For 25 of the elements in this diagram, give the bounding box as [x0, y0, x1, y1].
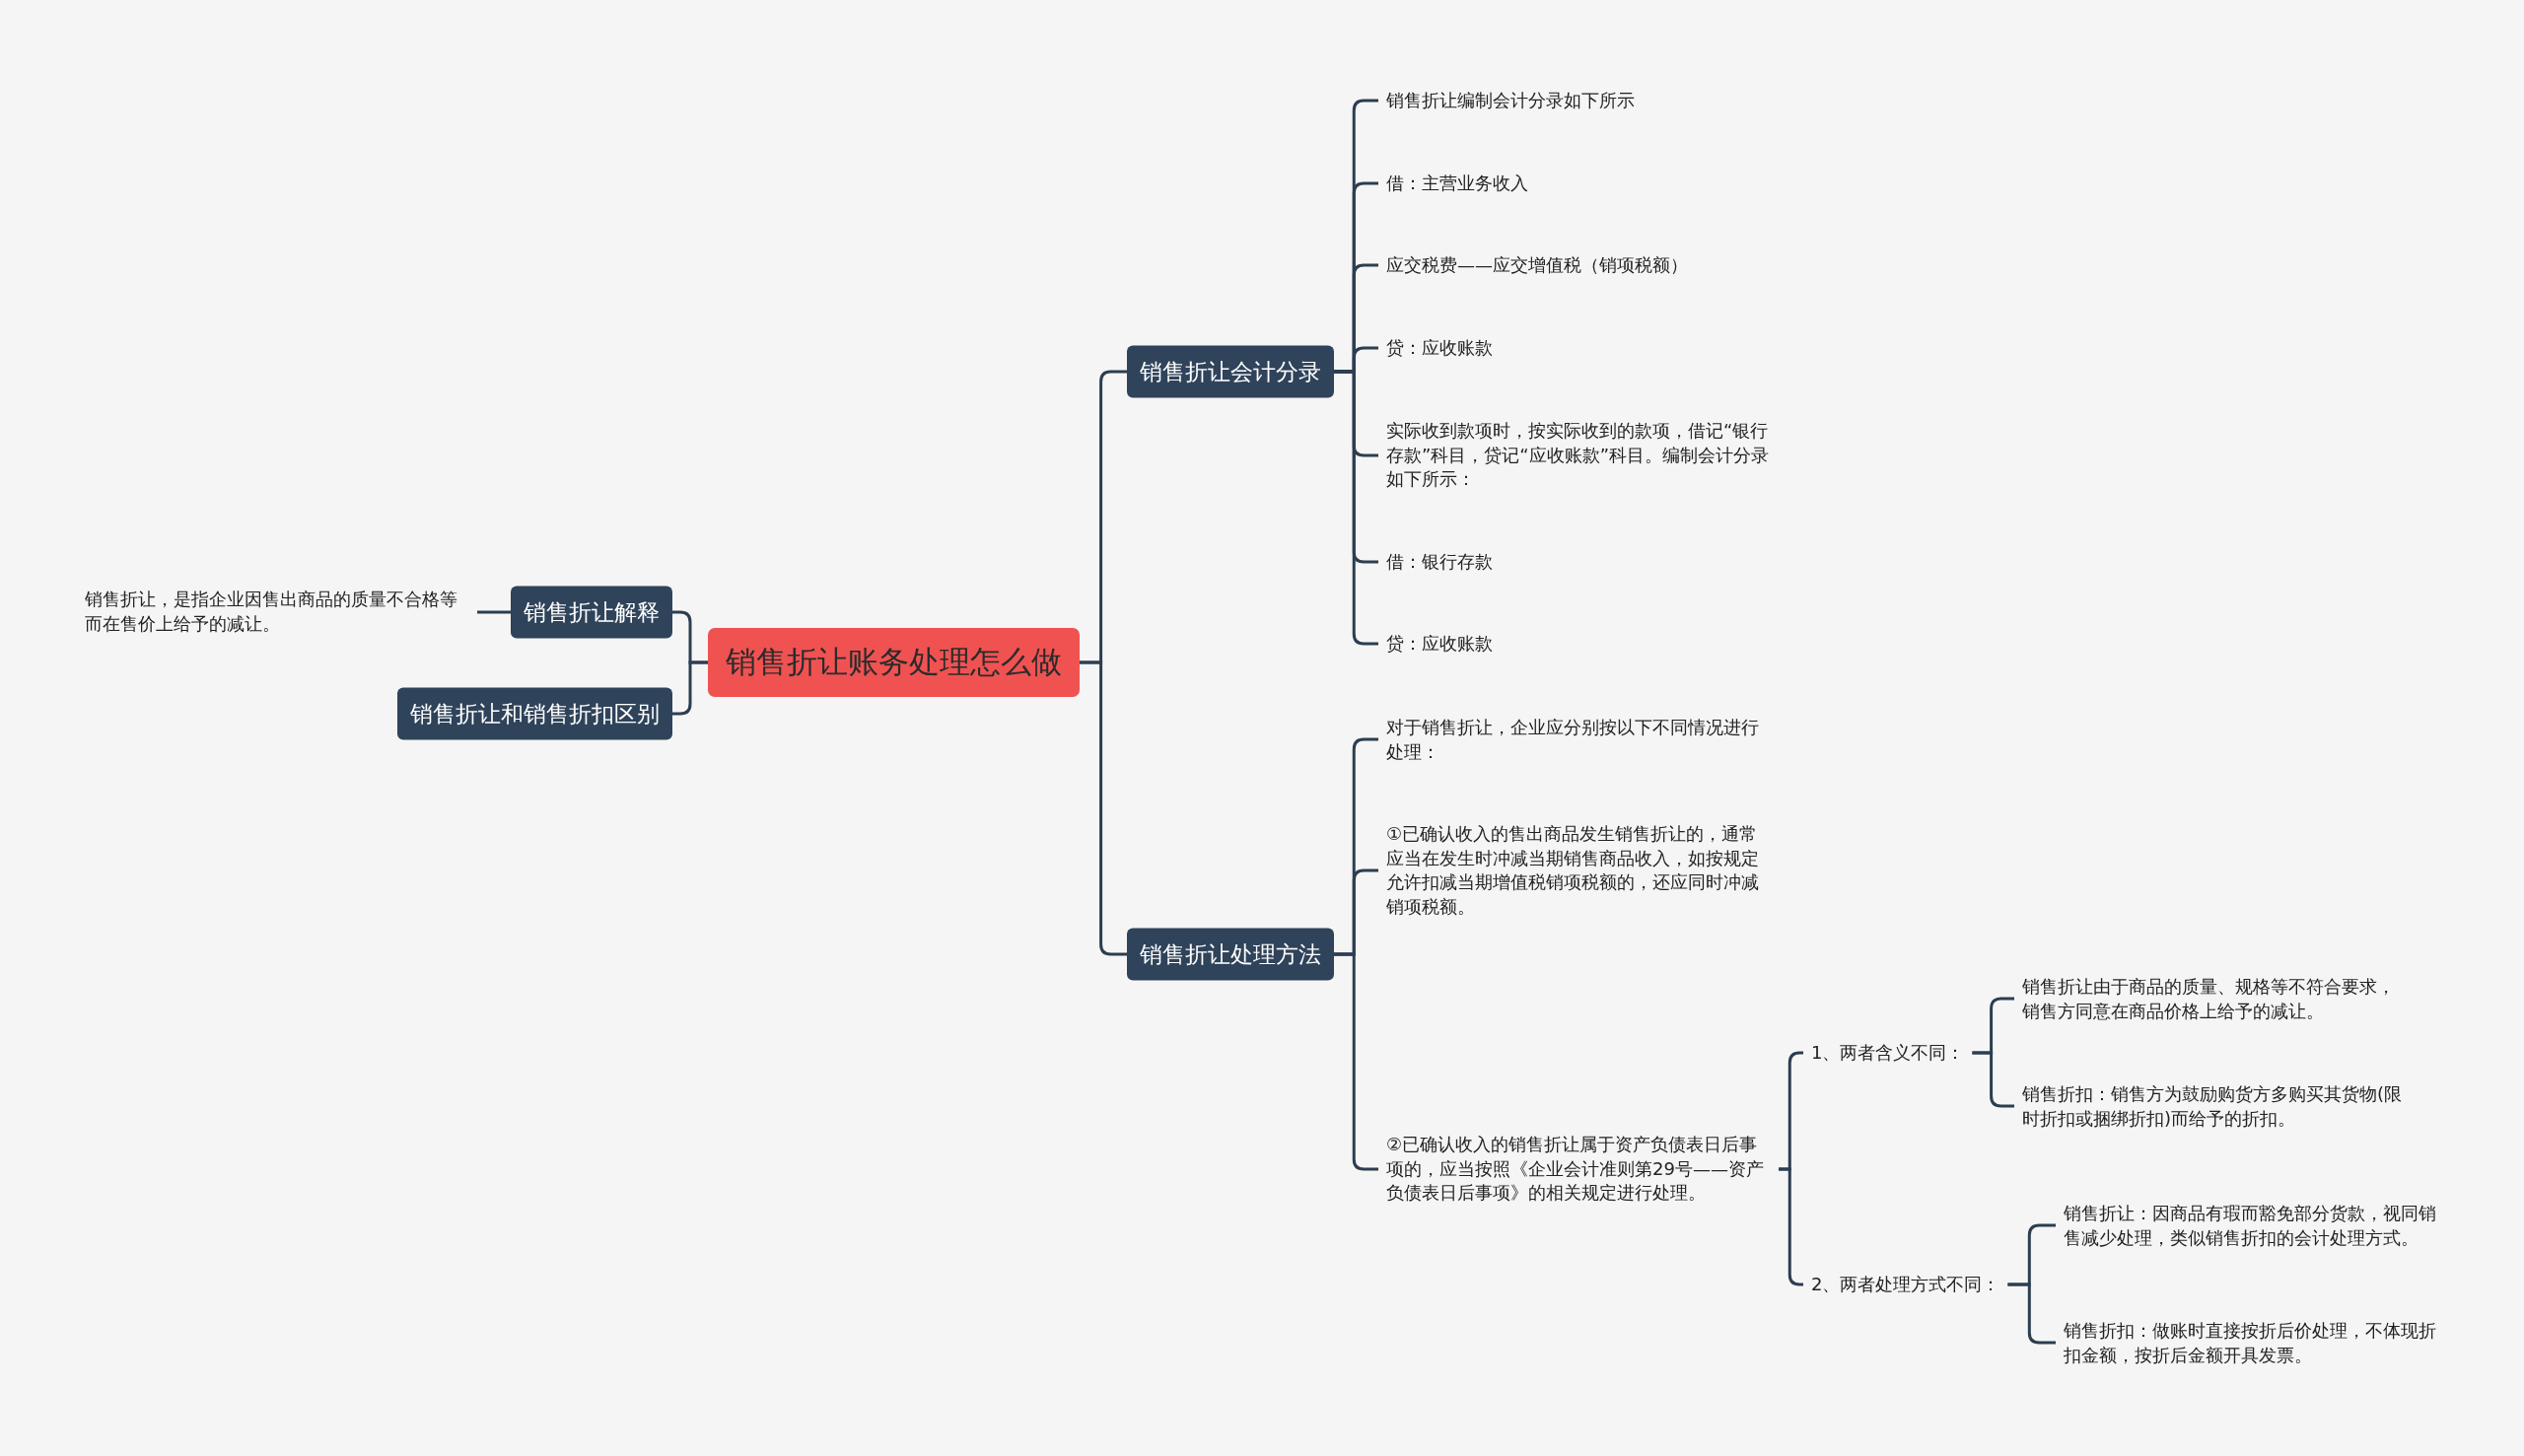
note-text: ②已确认收入的销售折让属于资产负债表日后事项的，应当按照《企业会计准则第29号——资产负债表日后事项》的相关规定进行处理。 — [1386, 1133, 1771, 1206]
note-text: 2、两者处理方式不同： — [1811, 1272, 2000, 1297]
note-text: 贷：应收账款 — [1386, 631, 1493, 657]
topic-box: 销售折让和销售折扣区别 — [397, 687, 672, 740]
note-text: 销售折让，是指企业因售出商品的质量不合格等而在售价上给予的减让。 — [85, 587, 469, 636]
note-text: 1、两者含义不同： — [1811, 1040, 1965, 1066]
note-text: 实际收到款项时，按实际收到的款项，借记“银行存款”科目，贷记“应收账款”科目。编制会计分录如下所示： — [1386, 419, 1771, 492]
note-text: 应交税费——应交增值税（销项税额） — [1386, 252, 1688, 278]
note-text: 销售折让：因商品有瑕而豁免部分货款，视同销售减少处理，类似销售折扣的会计处理方式。 — [2064, 1201, 2448, 1250]
topic-box: 销售折让处理方法 — [1127, 928, 1334, 981]
connector-line — [477, 610, 511, 614]
note-text: 销售折扣：销售方为鼓励购货方多购买其货物(限时折扣或捆绑折扣)而给予的折扣。 — [2022, 1081, 2407, 1131]
note-text: 借：银行存款 — [1386, 549, 1493, 575]
connector-line — [1080, 660, 1127, 956]
note-text: 销售折让编制会计分录如下所示 — [1386, 88, 1635, 113]
note-text: 对于销售折让，企业应分别按以下不同情况进行处理： — [1386, 715, 1771, 764]
note-text: ①已确认收入的售出商品发生销售折让的，通常应当在发生时冲减当期销售商品收入，如按规定允许扣减当期增值税销项税额的，还应同时冲减销项税额。 — [1386, 822, 1771, 919]
central-topic-box: 销售折让账务处理怎么做 — [708, 628, 1080, 697]
note-text: 销售折扣：做账时直接按折后价处理，不体现折扣金额，按折后金额开具发票。 — [2064, 1318, 2448, 1367]
note-text: 借：主营业务收入 — [1386, 171, 1528, 196]
topic-box: 销售折让解释 — [511, 586, 672, 639]
note-text: 销售折让由于商品的质量、规格等不符合要求，销售方同意在商品价格上给予的减让。 — [2022, 974, 2407, 1023]
note-text: 贷：应收账款 — [1386, 335, 1493, 361]
topic-box: 销售折让会计分录 — [1127, 345, 1334, 398]
connector-line — [672, 660, 708, 716]
